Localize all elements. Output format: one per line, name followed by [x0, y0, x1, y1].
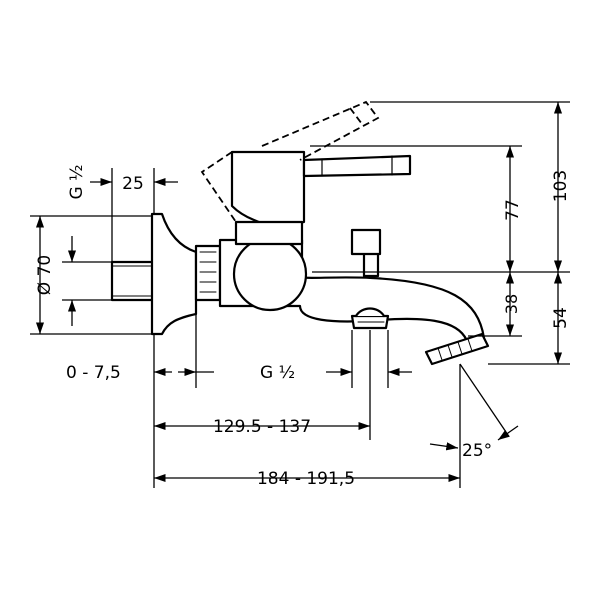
- spout: [298, 260, 486, 346]
- faucet-outline: [110, 150, 490, 366]
- label-length-184: 184 - 191,5: [257, 469, 355, 489]
- label-angle: 25°: [462, 441, 492, 461]
- label-height-103: 103: [551, 170, 571, 202]
- label-length-129: 129.5 - 137: [213, 417, 311, 437]
- lever: [302, 154, 412, 178]
- label-height-38: 38: [502, 294, 521, 314]
- label-diameter-70: Ø 70: [35, 255, 55, 295]
- wall-connector: [110, 260, 156, 302]
- dimension-labels: G ½ 25 Ø 70 0 - 7,5 G ½ 129.5 - 137 184 …: [35, 164, 571, 489]
- label-height-54: 54: [551, 307, 571, 329]
- label-thread-left: G ½: [67, 164, 87, 199]
- diverter-knob: [350, 228, 382, 256]
- cartridge: [232, 236, 308, 312]
- handle-base: [230, 150, 306, 227]
- escutcheon: [150, 212, 198, 336]
- dimension-lines: [30, 101, 570, 488]
- aerator: [424, 332, 490, 366]
- label-offset-range: 0 - 7,5: [66, 363, 121, 383]
- label-thread-bottom: G ½: [260, 363, 295, 383]
- label-height-77: 77: [503, 199, 523, 221]
- lever-raised-outline: [200, 100, 380, 223]
- label-width-25: 25: [122, 174, 144, 194]
